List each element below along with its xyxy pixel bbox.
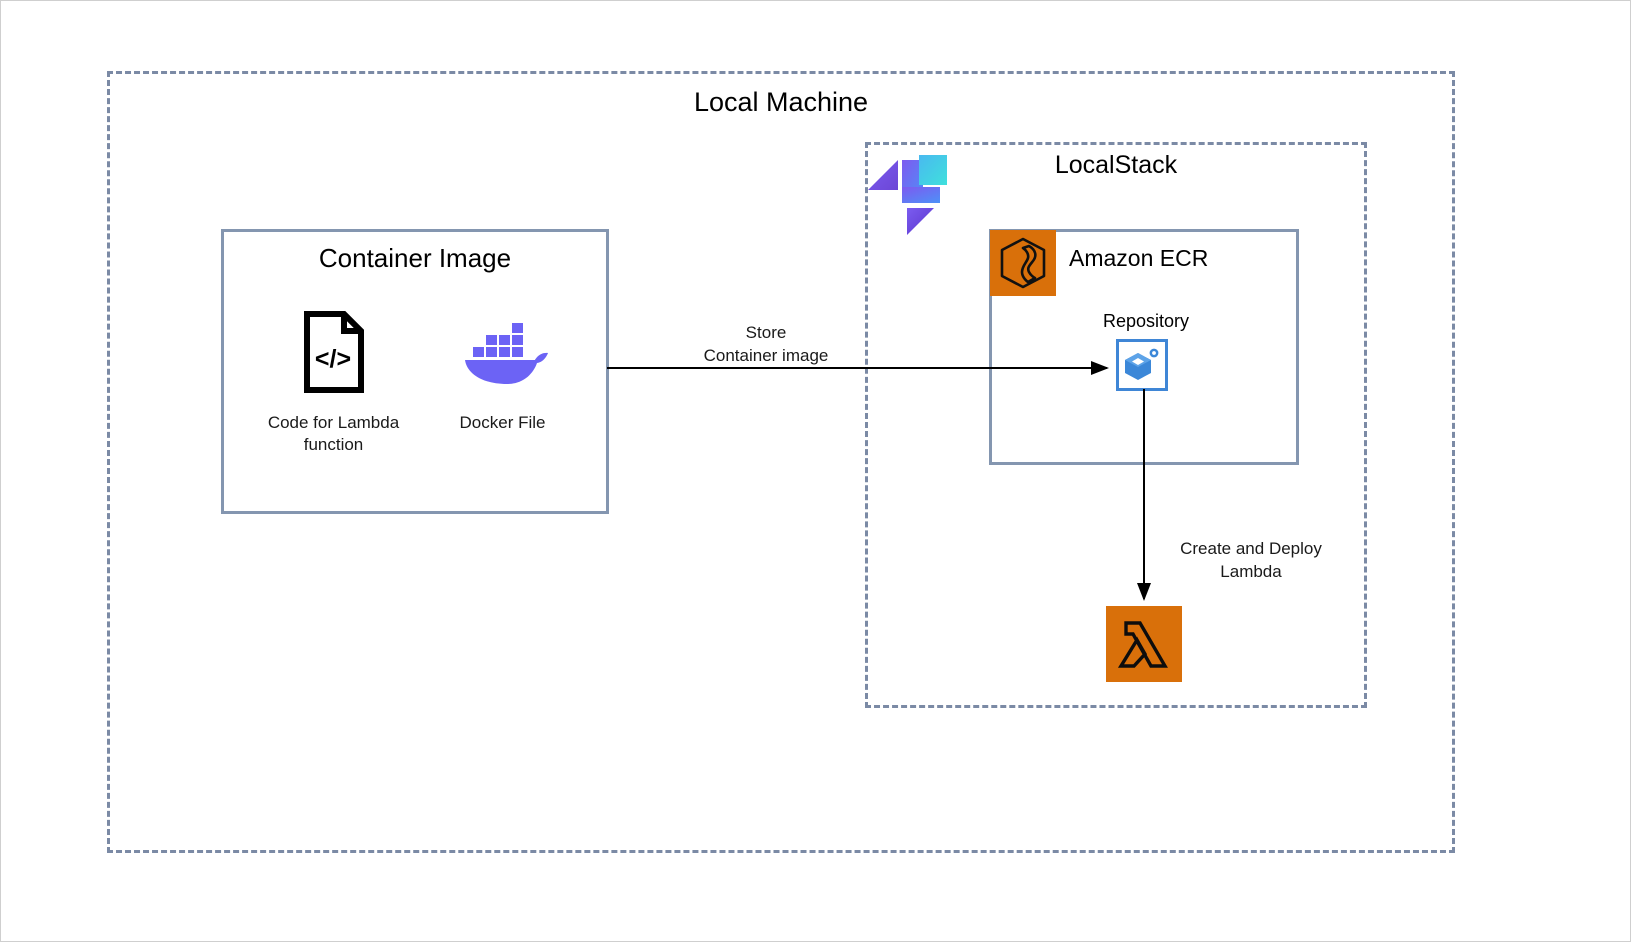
docker-file-item: Docker File	[425, 306, 580, 434]
docker-file-label: Docker File	[459, 413, 546, 432]
aws-lambda-icon	[1106, 606, 1182, 682]
deploy-label-line1: Create and Deploy	[1180, 539, 1322, 558]
localstack-logo-icon	[865, 147, 951, 237]
amazon-ecr-title: Amazon ECR	[1069, 245, 1209, 271]
localstack-title: LocalStack	[1054, 151, 1178, 179]
store-label-line1: Store	[745, 323, 787, 342]
deploy-label-line2: Lambda	[1220, 562, 1282, 581]
store-label-line2: Container image	[703, 346, 829, 365]
code-file-item: </> Code for Lambda function	[246, 306, 421, 456]
repository-label: Repository	[1102, 311, 1190, 331]
localstack-container	[865, 142, 1367, 708]
docker-whale-icon	[425, 306, 580, 398]
create-deploy-lambda-label: Create and Deploy Lambda	[1161, 537, 1341, 583]
code-file-label: Code for Lambda function	[267, 413, 400, 454]
container-image-box	[221, 229, 609, 514]
store-container-image-label: Store Container image	[656, 321, 876, 367]
local-machine-title: Local Machine	[693, 87, 869, 117]
container-image-title: Container Image	[318, 243, 512, 273]
local-machine-container	[107, 71, 1455, 853]
svg-text:</>: </>	[314, 345, 350, 373]
repository-cube-icon	[1116, 339, 1168, 391]
code-file-icon: </>	[246, 306, 421, 398]
ecr-cube-icon	[990, 230, 1056, 296]
